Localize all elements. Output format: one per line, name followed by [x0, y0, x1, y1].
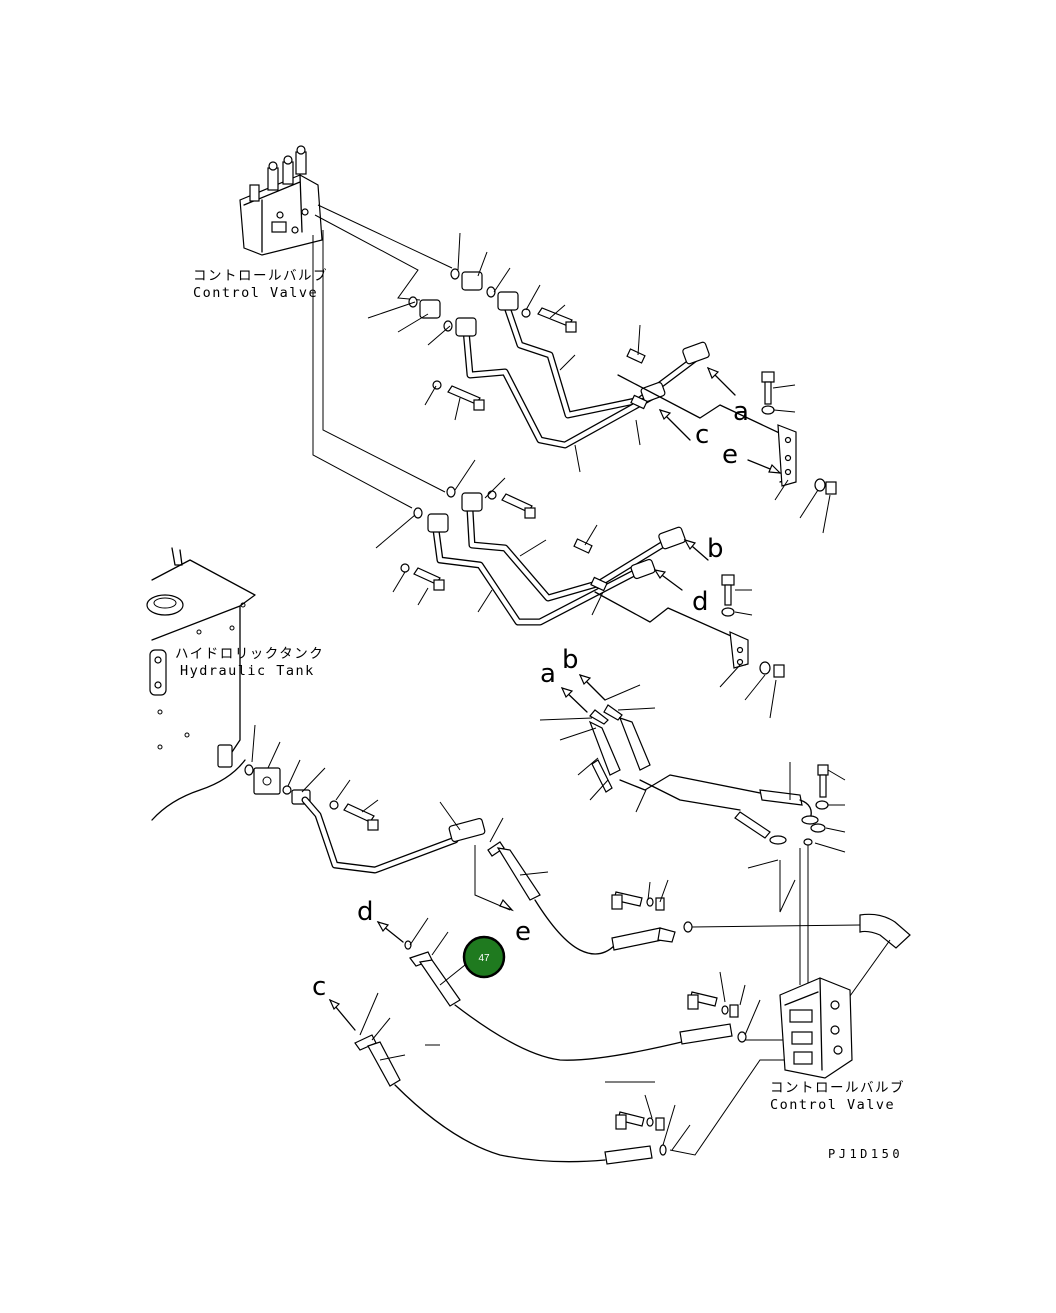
lower-hoses — [354, 841, 911, 1165]
right-hose-group — [588, 704, 829, 985]
connection-letter-b-mid: b — [707, 534, 724, 564]
leader-lines-right-hose — [539, 684, 846, 869]
part-callout-47[interactable]: 47 — [439, 935, 506, 986]
connection-letter-a-top: a — [733, 397, 749, 427]
guide-lines-top — [312, 204, 453, 509]
connection-letter-c-bottom: c — [312, 972, 326, 1002]
connection-letter-d-bottom: d — [357, 897, 374, 927]
arrows-upper — [658, 366, 782, 474]
callout-circle[interactable] — [462, 935, 506, 979]
middle-pipes — [400, 486, 785, 678]
connection-letter-c-top: c — [695, 420, 709, 450]
connection-letter-b-low: b — [562, 645, 579, 675]
arrows-bottom — [328, 921, 404, 1031]
control-valve-top-label-en: Control Valve — [193, 285, 318, 301]
leader-lines-middle — [375, 459, 777, 719]
leader-lines-upper — [367, 232, 831, 534]
hydraulic-tank-label-en: Hydraulic Tank — [180, 663, 315, 679]
control-valve-top — [239, 145, 323, 256]
connection-letter-e-bottom: e — [515, 917, 531, 947]
lower-tank-pipe — [244, 764, 514, 912]
hydraulic-tank — [146, 547, 256, 821]
control-valve-bottom-label-jp: コントロールバルブ — [770, 1079, 905, 1096]
control-valve-bottom — [779, 977, 853, 1079]
connection-letter-a-low: a — [540, 659, 556, 689]
leader-lines-tank — [251, 724, 461, 831]
connection-letter-d-mid: d — [692, 587, 709, 617]
control-valve-top-label-jp: コントロールバルブ — [193, 267, 328, 284]
control-valve-bottom-label-en: Control Valve — [770, 1097, 895, 1113]
drawing-code: PJ1D150 — [828, 1147, 903, 1161]
hydraulic-tank-label-jp: ハイドロリックタンク — [175, 646, 324, 662]
upper-pipes — [408, 268, 837, 495]
callout-number: 47 — [478, 953, 490, 964]
arrows-middle — [653, 539, 709, 591]
arrows-a-b-low — [560, 674, 606, 713]
connection-letter-e-top: e — [722, 440, 738, 470]
